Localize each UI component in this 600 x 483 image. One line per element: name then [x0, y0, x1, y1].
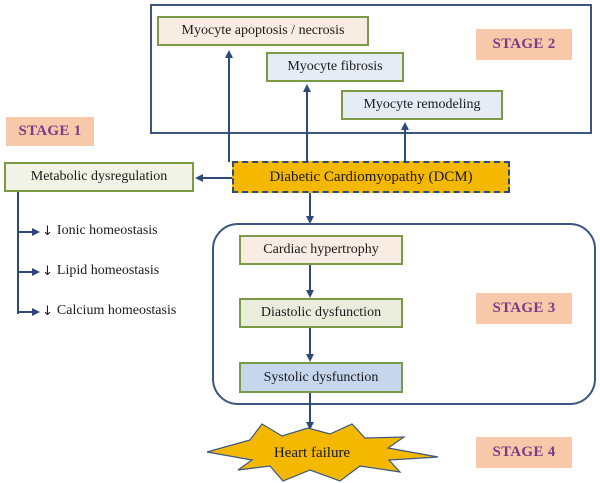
stage3-frame	[212, 223, 596, 405]
stage2-frame	[150, 4, 592, 134]
down-arrow-icon: ↓	[42, 263, 53, 279]
heart-failure-label: Heart failure	[273, 444, 351, 461]
down-arrow-icon: ↓	[42, 303, 53, 319]
metabolic-box: Metabolic dysregulation	[4, 162, 194, 192]
lipid-item: ↓ Lipid homeostasis	[42, 263, 159, 279]
down-arrow-icon: ↓	[42, 223, 53, 239]
dcm-box: Diabetic Cardiomyopathy (DCM)	[232, 161, 510, 193]
stage3-label: STAGE 3	[476, 293, 572, 324]
lipid-label: Lipid homeostasis	[56, 263, 160, 278]
remodeling-box: Myocyte remodeling	[341, 90, 503, 120]
heart-failure-burst	[206, 423, 439, 482]
diastolic-box: Diastolic dysfunction	[239, 298, 403, 328]
calcium-item: ↓ Calcium homeostasis	[42, 303, 176, 319]
apoptosis-box: Myocyte apoptosis / necrosis	[157, 16, 369, 46]
fibrosis-box: Myocyte fibrosis	[266, 52, 404, 82]
hypertrophy-box: Cardiac hypertrophy	[239, 235, 403, 265]
stage4-label: STAGE 4	[476, 437, 572, 468]
systolic-box: Systolic dysfunction	[239, 362, 403, 393]
calcium-label: Calcium homeostasis	[56, 303, 177, 318]
ionic-label: Ionic homeostasis	[56, 223, 158, 238]
stage1-label: STAGE 1	[6, 117, 94, 146]
ionic-item: ↓ Ionic homeostasis	[42, 223, 158, 239]
stage2-label: STAGE 2	[476, 29, 572, 60]
